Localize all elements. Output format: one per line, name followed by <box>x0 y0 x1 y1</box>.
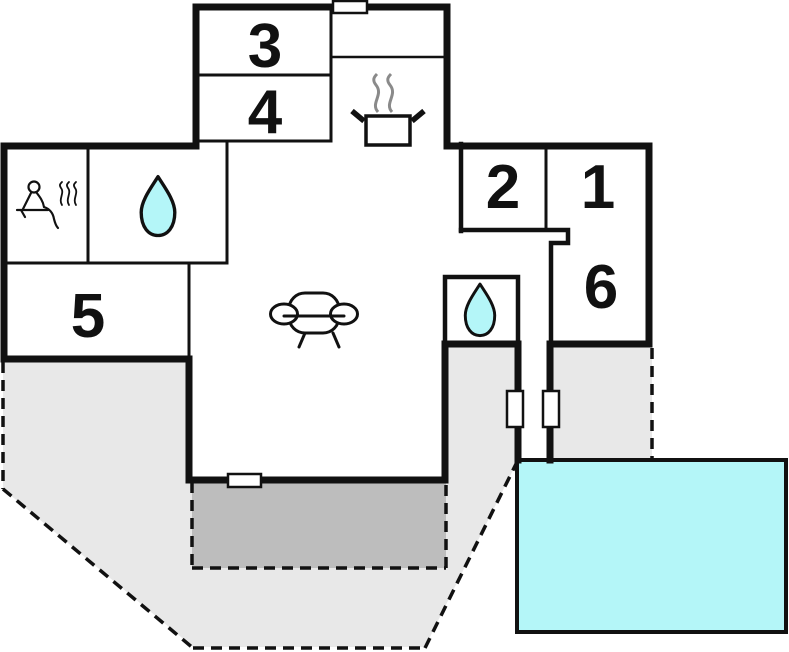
water-drop-icon-2 <box>463 282 497 338</box>
room-5-label: 5 <box>71 282 105 351</box>
bathroom-walls <box>442 274 521 349</box>
room-2-label: 2 <box>486 153 520 222</box>
room1-room6-partition <box>458 227 571 349</box>
stove-icon <box>350 72 426 147</box>
terrace-border-diagonal-left <box>1 487 195 650</box>
patio-dark-area <box>192 481 446 568</box>
outer-wall-left <box>0 3 522 484</box>
room-1-label: 1 <box>581 153 615 222</box>
terrace-border-diagonal-right <box>423 461 519 649</box>
water-drop-icon <box>139 175 177 238</box>
door-left <box>505 389 525 429</box>
door-right <box>541 389 561 429</box>
window-bottom <box>226 472 263 489</box>
sofa-icon <box>269 291 359 349</box>
room-3-label: 3 <box>248 12 282 81</box>
outer-wall-right <box>192 3 653 464</box>
swimming-pool <box>515 458 788 634</box>
room-4-label: 4 <box>248 78 283 147</box>
terrace-right-area <box>552 346 652 460</box>
window-top <box>331 0 369 15</box>
room-6-label: 6 <box>584 253 618 322</box>
sauna-icon <box>15 180 78 230</box>
